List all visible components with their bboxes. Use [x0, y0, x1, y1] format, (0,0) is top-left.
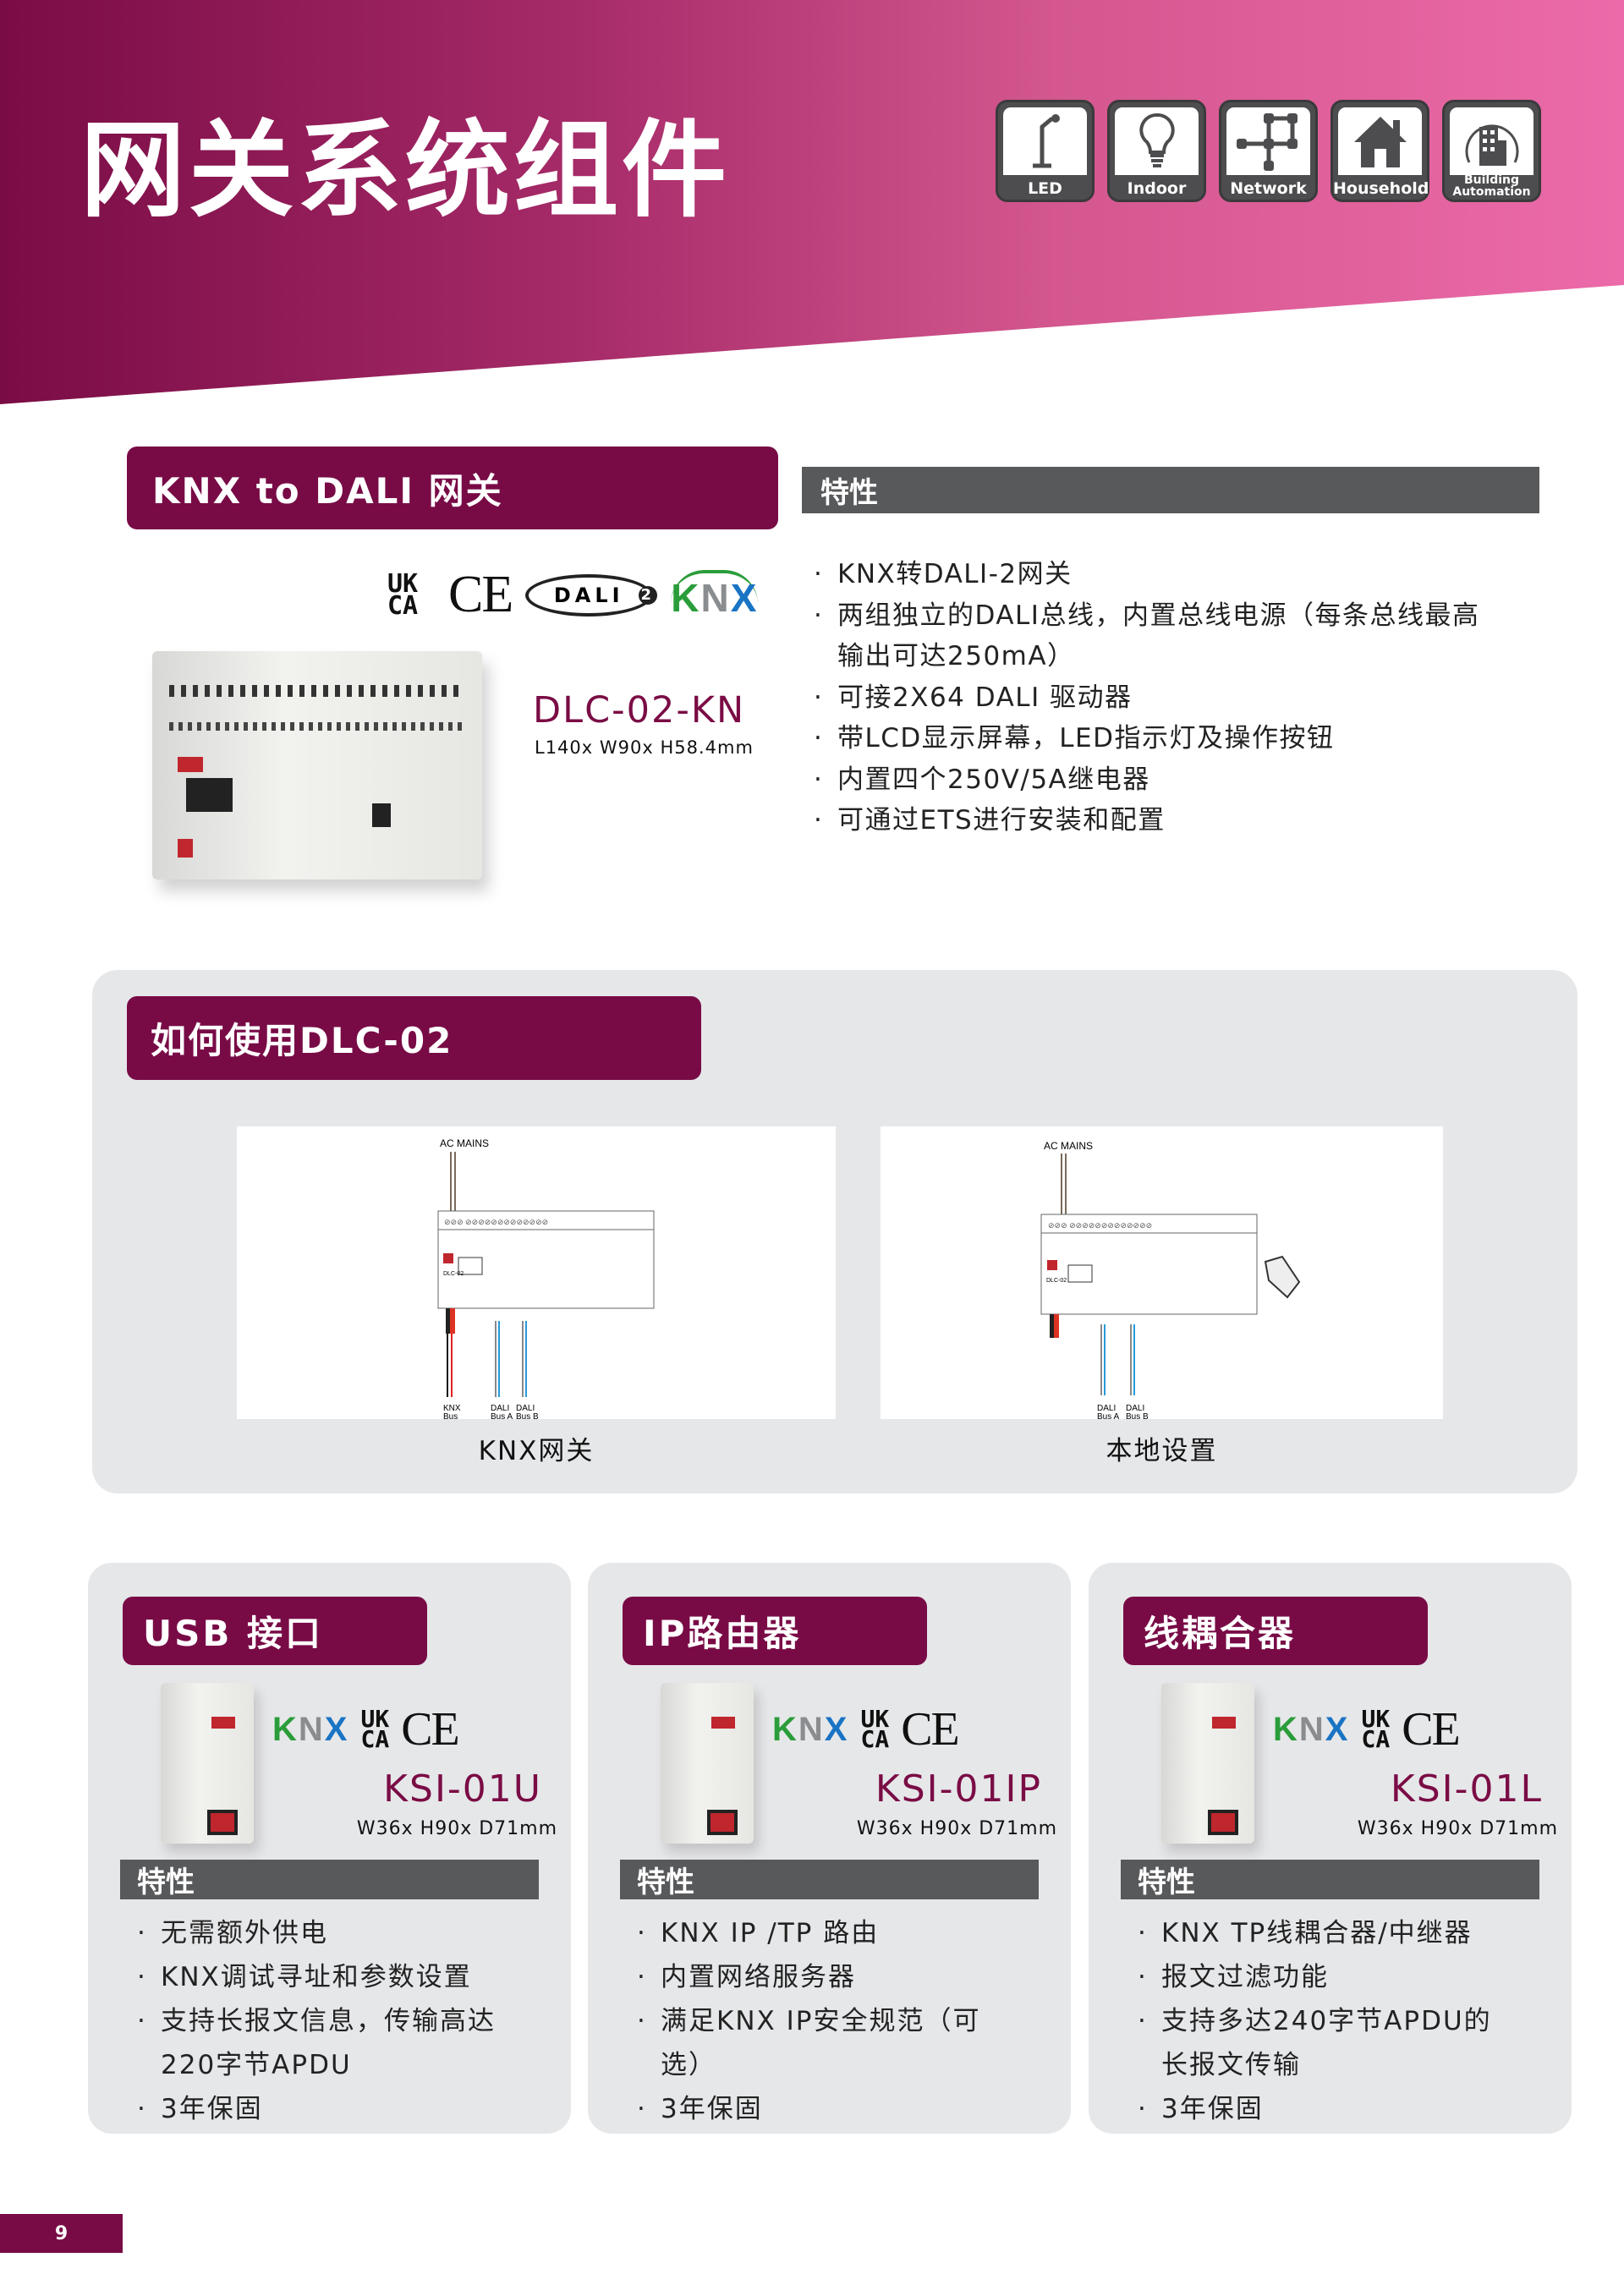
category-indoor: Indoor — [1107, 100, 1206, 202]
feature-item: 3年保固 — [637, 2087, 1009, 2131]
model-name: KSI-01L — [1390, 1767, 1543, 1811]
feature-item: 满足KNX IP安全规范（可选） — [637, 1999, 1009, 2087]
features-title: 特性 — [1121, 1860, 1539, 1899]
feature-item: KNX转DALI-2网关 — [814, 554, 1482, 595]
feature-item: KNX TP线耦合器/中继器 — [1138, 1911, 1510, 1955]
svg-text:DALI: DALI — [491, 1404, 509, 1413]
svg-text:DLC-02: DLC-02 — [1046, 1278, 1067, 1284]
features-title: 特性 — [620, 1860, 1039, 1899]
svg-text:Bus B: Bus B — [1126, 1412, 1149, 1419]
product-image — [1161, 1683, 1254, 1844]
building-icon — [1465, 124, 1518, 166]
model-dimensions: W36x H90x D71mm — [1357, 1818, 1558, 1839]
model-dimensions: W36x H90x D71mm — [356, 1818, 557, 1839]
product-image — [661, 1683, 754, 1844]
card-title: USB 接口 — [123, 1597, 427, 1665]
product-image-dlc-02-kn — [152, 651, 491, 896]
features-list: 无需额外供电KNX调试寻址和参数设置支持长报文信息，传输高达220字节APDU3… — [137, 1911, 509, 2131]
svg-text:Bus B: Bus B — [516, 1412, 539, 1419]
feature-item: 内置四个250V/5A继电器 — [814, 759, 1482, 801]
svg-text:Bus: Bus — [443, 1412, 458, 1419]
feature-item: 3年保固 — [137, 2087, 509, 2131]
feature-item: KNX调试寻址和参数设置 — [137, 1955, 509, 1999]
page-number: 9 — [0, 2214, 123, 2253]
device-label: DLC-02 — [443, 1271, 464, 1277]
feature-item: 可通过ETS进行安装和配置 — [814, 800, 1482, 841]
feature-item: 带LCD显示屏幕，LED指示灯及操作按钮 — [814, 718, 1482, 759]
diagram-caption-local-setup: 本地设置 — [1106, 1436, 1218, 1466]
category-led: LED — [996, 100, 1095, 202]
model-dimensions: W36x H90x D71mm — [856, 1818, 1057, 1839]
svg-text:Bus A: Bus A — [491, 1412, 513, 1419]
card-title: IP路由器 — [623, 1597, 927, 1665]
model-name: DLC-02-KN — [533, 689, 746, 732]
features-list: KNX转DALI-2网关 两组独立的DALI总线，内置总线电源（每条总线最高输出… — [814, 554, 1482, 841]
ce-logo: CE — [1402, 1703, 1461, 1756]
page-title: 网关系统组件 — [80, 110, 731, 232]
svg-text:DALI: DALI — [1126, 1404, 1144, 1413]
feature-item: KNX IP /TP 路由 — [637, 1911, 1009, 1955]
svg-text:Bus A: Bus A — [1097, 1412, 1119, 1419]
svg-text:AC MAINS: AC MAINS — [1044, 1140, 1093, 1152]
usage-title: 如何使用DLC-02 — [127, 996, 701, 1080]
knx-logo: KNX — [272, 1710, 349, 1748]
category-network: Network — [1219, 100, 1318, 202]
model-dimensions: L140x W90x H58.4mm — [535, 737, 754, 758]
feature-item: 可接2X64 DALI 驱动器 — [814, 677, 1482, 719]
hand-pointer-icon — [1264, 1255, 1301, 1299]
svg-text:⊘⊘⊘ ⊘⊘⊘⊘⊘⊘⊘⊘⊘⊘⊘⊘⊘: ⊘⊘⊘ ⊘⊘⊘⊘⊘⊘⊘⊘⊘⊘⊘⊘⊘ — [444, 1218, 548, 1226]
lamp-icon — [1032, 114, 1060, 168]
features-list: KNX TP线耦合器/中继器报文过滤功能支持多达240字节APDU的长报文传输3… — [1138, 1911, 1510, 2131]
ce-logo: CE — [901, 1703, 960, 1756]
section-title-knx-dali: KNX to DALI 网关 — [127, 447, 778, 529]
ce-logo: CE — [448, 566, 513, 623]
features-list: KNX IP /TP 路由内置网络服务器满足KNX IP安全规范（可选）3年保固 — [637, 1911, 1009, 2131]
category-building-automation: Building Automation — [1442, 100, 1541, 202]
svg-text:DALI: DALI — [516, 1404, 535, 1413]
feature-item: 两组独立的DALI总线，内置总线电源（每条总线最高输出可达250mA） — [814, 595, 1482, 677]
bulb-icon — [1138, 112, 1175, 167]
knx-logo: KNX — [772, 1710, 849, 1748]
diagram-caption-knx-gateway: KNX网关 — [478, 1436, 595, 1466]
feature-item: 内置网络服务器 — [637, 1955, 1009, 1999]
features-title: 特性 — [120, 1860, 539, 1899]
card-title: 线耦合器 — [1123, 1597, 1428, 1665]
category-household: Household — [1330, 100, 1429, 202]
model-name: KSI-01U — [383, 1767, 542, 1811]
knx-logo: KNX — [671, 569, 759, 621]
feature-item: 无需额外供电 — [137, 1911, 509, 1955]
house-icon — [1353, 117, 1407, 167]
feature-item: 支持长报文信息，传输高达220字节APDU — [137, 1999, 509, 2087]
svg-text:DALI: DALI — [1097, 1404, 1116, 1413]
svg-text:KNX: KNX — [443, 1404, 461, 1413]
knx-logo: KNX — [1273, 1710, 1350, 1748]
network-icon — [1236, 113, 1298, 171]
model-name: KSI-01IP — [875, 1767, 1042, 1811]
product-image — [161, 1683, 254, 1844]
feature-item: 支持多达240字节APDU的长报文传输 — [1138, 1999, 1510, 2087]
ce-logo: CE — [401, 1703, 460, 1756]
features-title: 特性 — [802, 467, 1539, 513]
ac-mains-label: AC MAINS — [440, 1137, 489, 1149]
feature-item: 3年保固 — [1138, 2087, 1510, 2131]
svg-text:⊘⊘⊘ ⊘⊘⊘⊘⊘⊘⊘⊘⊘⊘⊘⊘⊘: ⊘⊘⊘ ⊘⊘⊘⊘⊘⊘⊘⊘⊘⊘⊘⊘⊘ — [1048, 1221, 1152, 1230]
feature-item: 报文过滤功能 — [1138, 1955, 1510, 1999]
